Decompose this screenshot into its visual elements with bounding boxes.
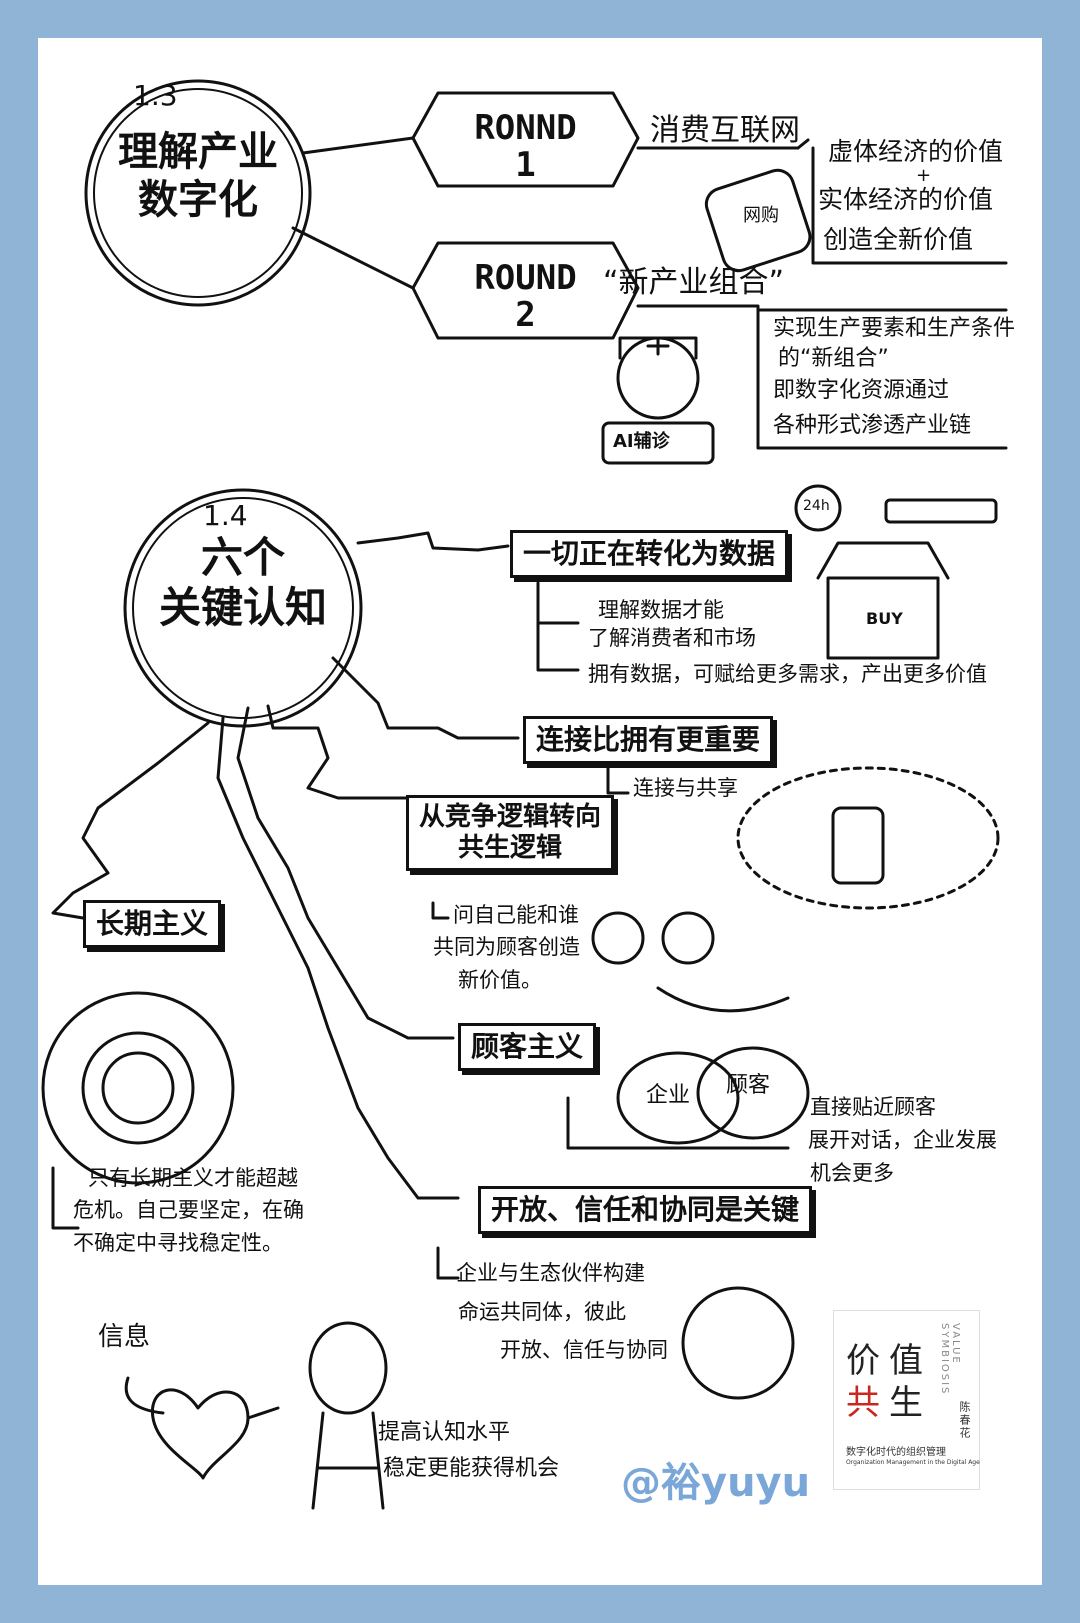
k3-note-3: 新价值。 [458,968,542,992]
k3-label-line1: 从竞争逻辑转向 [419,802,602,832]
h24-icon-label: 24h [803,498,830,514]
round2-title: ROUND [474,258,577,298]
round1-note-2: 实体经济的价值 [818,185,994,214]
book-char-2: 值 [889,1341,923,1381]
book-subtitle: 数字化时代的组织管理 [846,1447,946,1458]
k6-note-2: 命运共同体，彼此 [458,1300,626,1324]
phone-text: 网购 [743,205,779,226]
round1-topic: 消费互联网 [650,113,800,148]
section14-title: 六个 关键认知 [133,533,353,634]
round1-note-3: 创造全新价值 [823,225,974,254]
k4-note-2: 危机。自己要坚定，在确 [73,1198,304,1222]
k5-note-1: 直接贴近顾客 [810,1095,936,1119]
round1-hexagon [411,91,640,188]
watermark: 知乎 @柳絮随风起 [773,1544,990,1574]
round1-note-plus: + [916,165,932,186]
k1-note-2: 了解消费者和市场 [588,626,756,650]
k1-note-3: 拥有数据，可赋给更多需求，产出更多价值 [588,662,987,686]
round2-label: ROUND 2 [433,258,618,336]
round2-number: 2 [515,295,536,336]
round1-note-1: 虚体经济的价值 [828,137,1004,166]
k5-note-2: 展开对话，企业发展 [808,1128,997,1152]
info-label: 信息 [98,1322,151,1352]
cognition-1-box: 一切正在转化为数据 [510,530,789,578]
cognition-6-box: 开放、信任和协同是关键 [478,1186,813,1234]
section14-title-line2: 关键认知 [158,583,327,633]
bottom-note-1: 提高认知水平 [378,1420,511,1445]
round2-topic: “新产业组合” [603,265,785,300]
round2-hexagon [411,241,640,340]
section14-number: 1.4 [203,499,248,532]
bubble-enterprise: 企业 [646,1083,691,1108]
k1-note-1: 理解数据才能 [598,598,724,622]
k3-note-1: 问自己能和谁 [453,903,579,927]
section13-title: 理解产业 数字化 [98,128,298,224]
book-subtitle-en: Organization Management in the Digital A… [846,1459,980,1466]
k6-note-1: 企业与生态伙伴构建 [456,1261,645,1285]
k4-note-1: 只有长期主义才能超越 [88,1166,298,1190]
sketchnote-page: 1.3 理解产业 数字化 RONND 1 ROUND 2 消费互联网 网购 虚体… [38,38,1042,1585]
round1-label: RONND 1 [433,108,618,186]
round2-note-4: 各种形式渗透产业链 [773,413,972,438]
round2-note-2: 的“新组合” [778,346,889,371]
section13-circle [84,79,312,307]
connector-lines [41,79,1008,1510]
cognition-5-box: 顾客主义 [458,1023,597,1071]
round2-note-3: 即数字化资源通过 [773,378,950,403]
buy-sign: BUY [866,609,903,628]
round2-note-1: 实现生产要素和生产条件 [773,316,1016,341]
book-spine-en: VALUE SYMBIOSIS [939,1323,961,1396]
book-author: 陈春花 [958,1401,971,1440]
cognition-3-box: 从竞争逻辑转向 共生逻辑 [406,795,615,872]
author-handle: @裕yuyu [621,1460,811,1506]
section13-title-line1: 理解产业 [118,129,278,175]
phone-icon [704,168,812,273]
section13-number: 1.3 [133,79,178,112]
cognition-2-box: 连接比拥有更重要 [523,716,774,764]
book-char-4: 生 [889,1383,923,1423]
k3-label-line2: 共生逻辑 [458,833,563,864]
clock-icon [41,991,235,1185]
k4-note-3: 不确定中寻找稳定性。 [73,1231,283,1255]
section13-title-line2: 数字化 [138,177,258,223]
round1-number: 1 [515,145,536,186]
cognition-4-box: 长期主义 [83,900,222,948]
book-cover: 价 值 共 生 VALUE SYMBIOSIS 陈春花 数字化时代的组织管理 O… [833,1310,980,1490]
ai-badge: AI辅诊 [613,431,670,452]
k6-note-3: 开放、信任与协同 [500,1338,668,1362]
book-char-3: 共 [846,1383,880,1423]
k5-note-3: 机会更多 [810,1161,894,1185]
section14-title-line1: 六个 [200,533,285,582]
bubble-customer: 顾客 [726,1073,771,1098]
shop-icon [826,576,940,660]
k3-note-2: 共同为顾客创造 [433,935,580,959]
k2-note-1: 连接与共享 [633,776,738,800]
round1-title: RONND [474,108,577,148]
tablet-icon [831,806,885,885]
bottom-note-2: 稳定更能获得机会 [383,1456,560,1481]
book-char-1: 价 [846,1341,880,1381]
